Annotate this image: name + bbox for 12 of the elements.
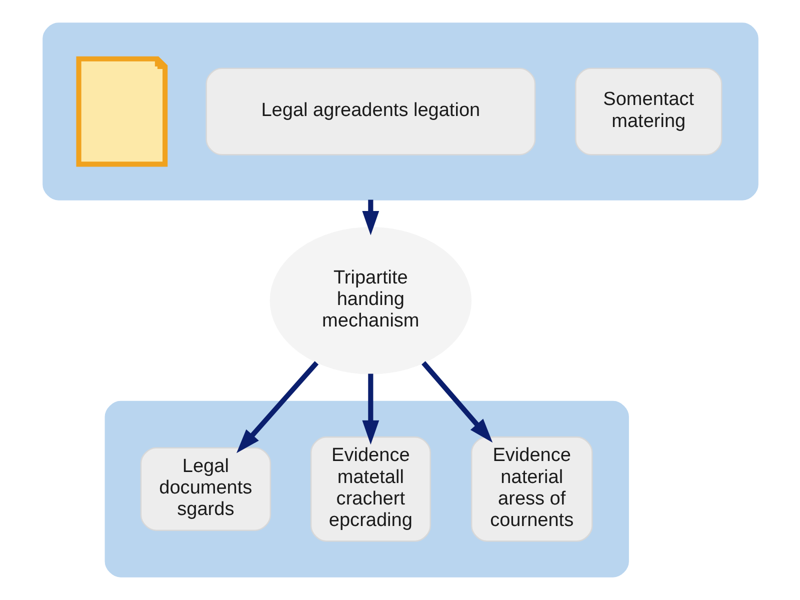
arrow (362, 374, 379, 445)
node-ellipse: Tripartite handing mechanism (269, 227, 472, 374)
arrow (421, 361, 492, 443)
arrow (362, 200, 379, 236)
node-box: Evidence matetall crachert epcrading (310, 436, 430, 542)
cluster (104, 400, 628, 578)
node-box: Somentact matering (574, 68, 722, 156)
node-box: Legal agreadents legation (205, 68, 536, 156)
arrow (236, 361, 318, 454)
node-box: Legal documents sgards (140, 447, 271, 531)
node-picture (76, 56, 168, 167)
node-box: Evidence naterial aress of cournents (470, 436, 592, 542)
